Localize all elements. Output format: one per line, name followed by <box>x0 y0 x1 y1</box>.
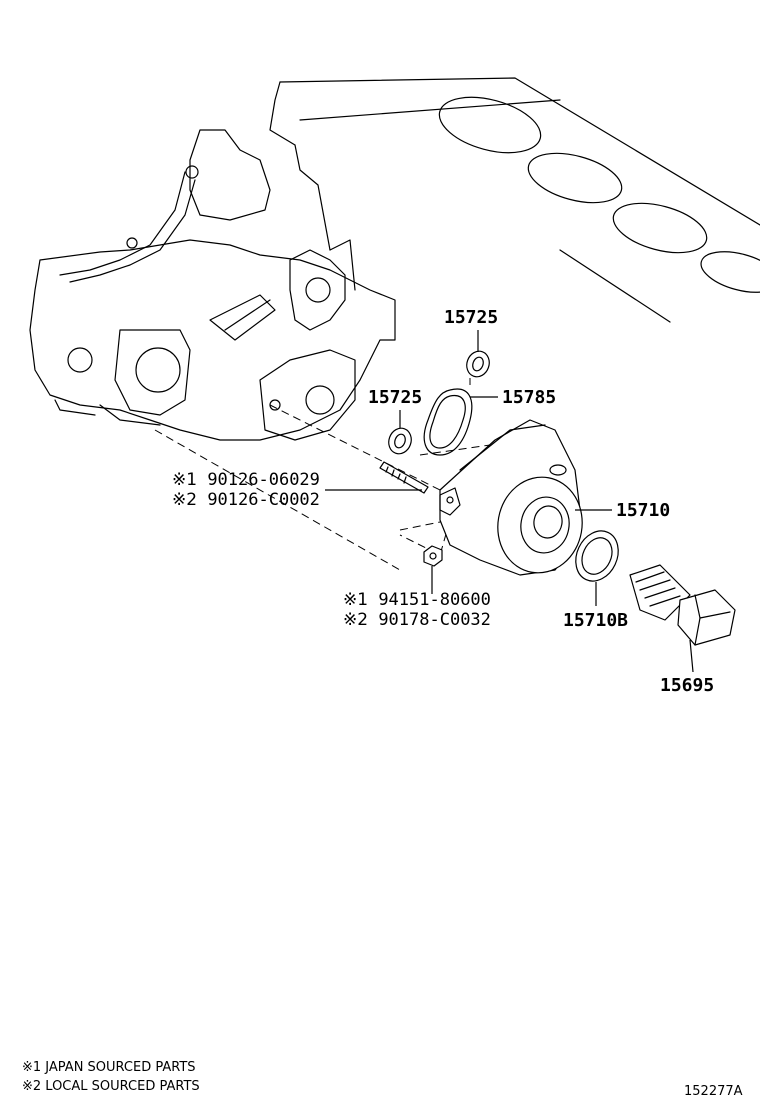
stud-mark-1: ※1 <box>172 470 198 490</box>
legend-local-sourced: ※2 LOCAL SOURCED PARTS <box>22 1079 200 1094</box>
nut-part-1: 94151-80600 <box>378 590 491 610</box>
stud-part-1: 90126-06029 <box>207 470 320 490</box>
callout-15785: 15785 <box>502 387 557 408</box>
union-bolt-15695 <box>629 564 736 646</box>
leader-lines <box>325 330 694 673</box>
engine-block <box>269 77 760 323</box>
stud-part-2: 90126-C0002 <box>207 490 320 510</box>
callout-15695: 15695 <box>660 675 715 696</box>
nut <box>423 545 443 567</box>
stud-part-row-1: ※1 90126-06029 <box>172 472 320 489</box>
oil-filter-bracket-15710 <box>439 419 583 576</box>
nut-part-2: 90178-C0032 <box>378 610 491 630</box>
callout-15725-left: 15725 <box>368 387 423 408</box>
nut-mark-1: ※1 <box>343 590 369 610</box>
stud-bolt <box>379 461 429 494</box>
stud-mark-2: ※2 <box>172 490 198 510</box>
stud-part-row-2: ※2 90126-C0002 <box>172 492 320 509</box>
o-ring-15785 <box>423 388 473 456</box>
legend-japan-sourced: ※1 JAPAN SOURCED PARTS <box>22 1060 196 1075</box>
gasket-15725-top <box>466 350 490 378</box>
callout-15710b: 15710B <box>563 610 629 631</box>
nut-part-row-1: ※1 94151-80600 <box>343 592 491 609</box>
callout-15725-top: 15725 <box>444 307 499 328</box>
gasket-15725-left <box>388 427 412 455</box>
gasket-15710b <box>575 530 619 582</box>
nut-part-row-2: ※2 90178-C0032 <box>343 612 491 629</box>
engine-housing <box>29 129 396 441</box>
nut-mark-2: ※2 <box>343 610 369 630</box>
figure-id: 152277A <box>684 1084 743 1099</box>
callout-15710: 15710 <box>616 500 671 521</box>
